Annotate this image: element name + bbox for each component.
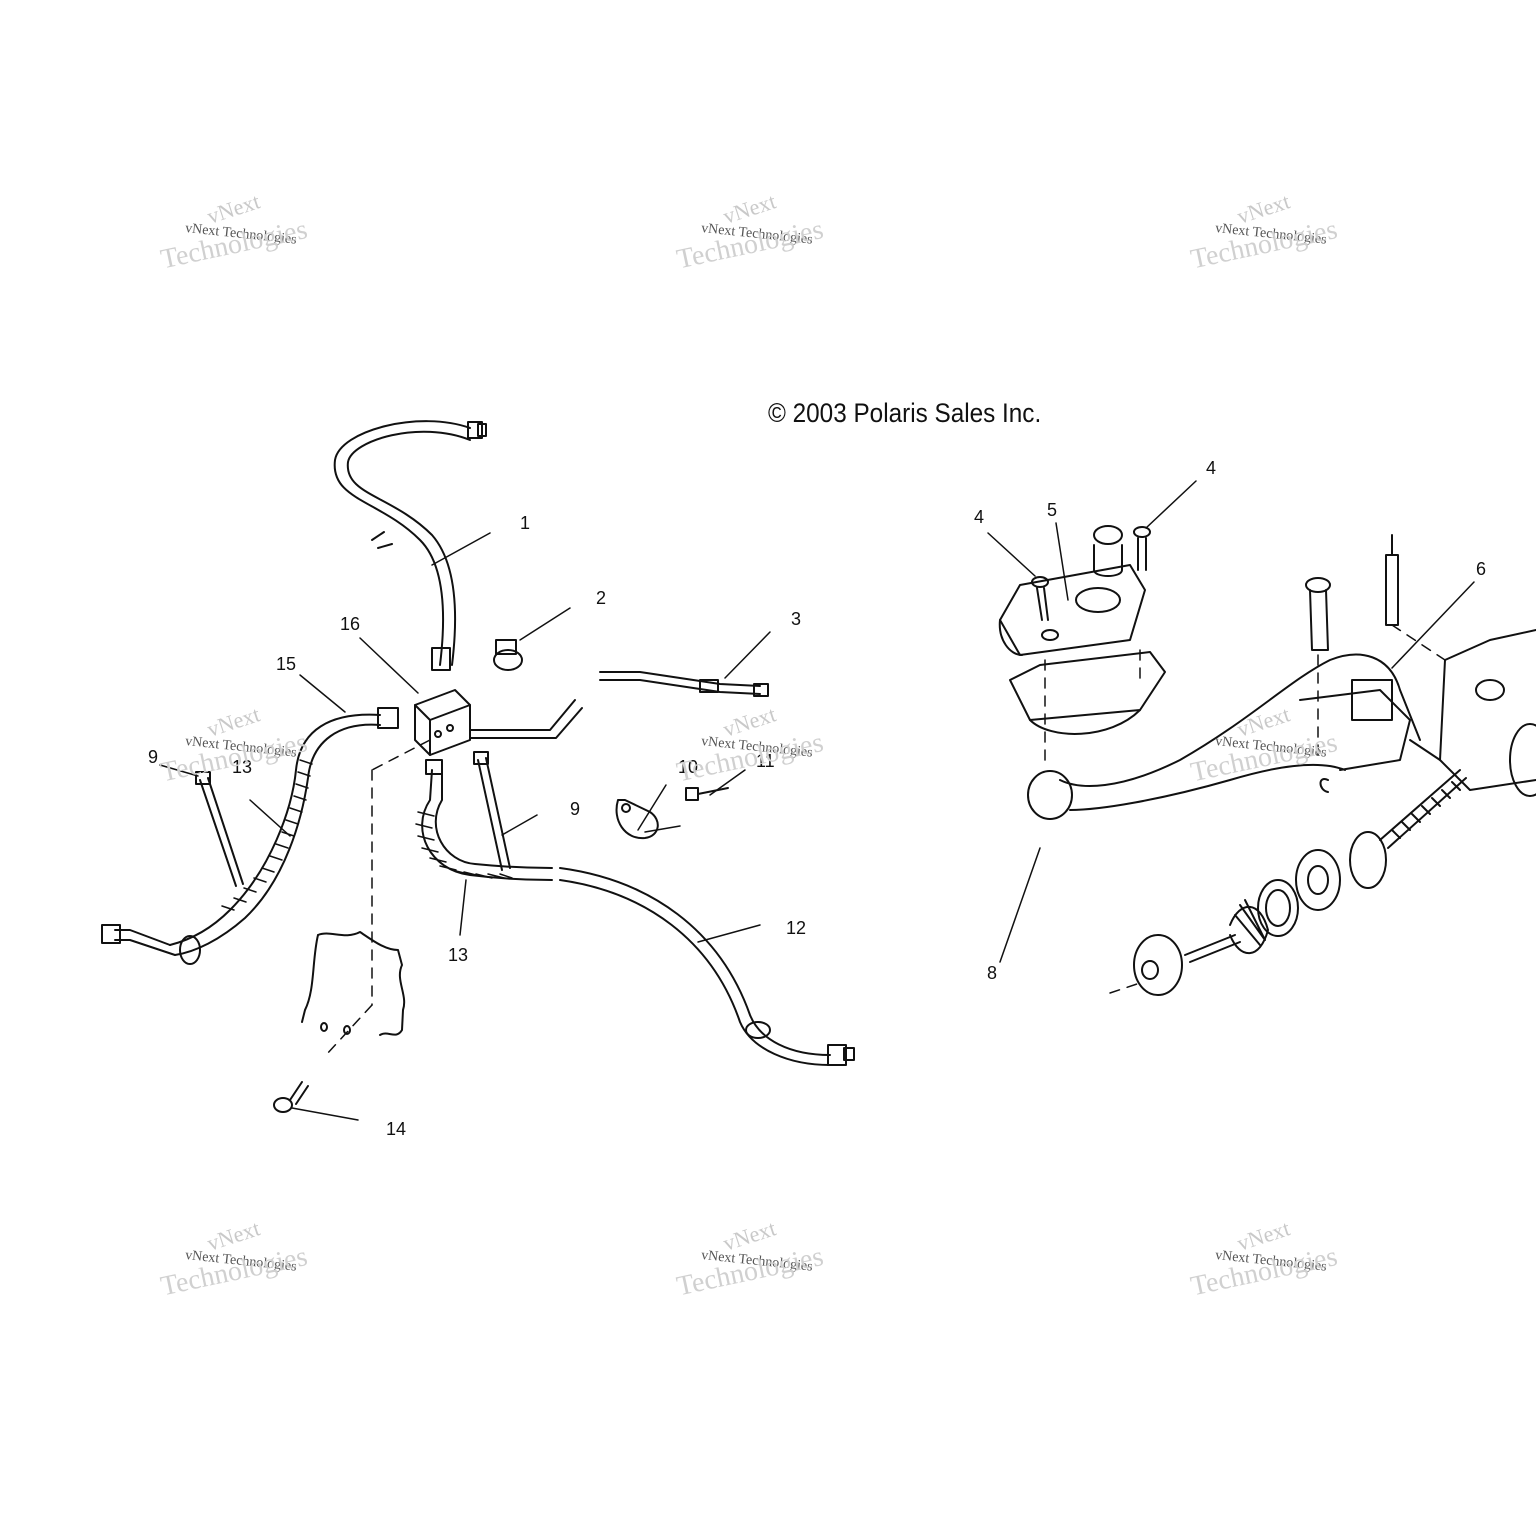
screw-14 bbox=[273, 1081, 309, 1113]
callout-3: 3 bbox=[791, 609, 802, 629]
pivot-pin bbox=[1305, 577, 1331, 651]
clamp-10 bbox=[615, 799, 659, 840]
callout-12: 12 bbox=[786, 918, 807, 938]
dashed-lines bbox=[325, 739, 431, 1056]
frame-section bbox=[301, 931, 406, 1036]
retaining-clip bbox=[1319, 778, 1329, 793]
leader-lines bbox=[159, 480, 1475, 1121]
callout-13-left: 13 bbox=[232, 757, 253, 777]
callout-5: 5 bbox=[1047, 500, 1058, 520]
pin-6 bbox=[1385, 534, 1399, 626]
callout-9-left: 9 bbox=[148, 747, 159, 767]
callout-11: 11 bbox=[756, 751, 775, 771]
screw-11 bbox=[685, 787, 729, 801]
junction-block-16 bbox=[414, 689, 471, 756]
cable-tie-9-right bbox=[473, 751, 511, 871]
callout-16: 16 bbox=[340, 614, 361, 634]
master-cylinder-body bbox=[1409, 629, 1536, 797]
dust-boot bbox=[1229, 899, 1269, 955]
callout-14: 14 bbox=[386, 1119, 407, 1139]
piston-spring bbox=[1379, 769, 1467, 849]
callout-13-right: 13 bbox=[448, 945, 469, 965]
callout-8: 8 bbox=[987, 963, 998, 983]
piston bbox=[1295, 831, 1387, 911]
spiral-wrap-13-left bbox=[221, 759, 313, 911]
callout-1: 1 bbox=[520, 513, 531, 533]
callout-6: 6 bbox=[1476, 559, 1487, 579]
brake-lever-8 bbox=[1027, 653, 1421, 820]
screw-4-right bbox=[1133, 526, 1151, 571]
push-rod bbox=[1133, 934, 1241, 996]
callout-2: 2 bbox=[596, 588, 607, 608]
fitting-2 bbox=[493, 639, 523, 671]
seal-ring bbox=[1257, 879, 1299, 937]
callout-9-right: 9 bbox=[570, 799, 581, 819]
callout-15: 15 bbox=[276, 654, 297, 674]
hose-15 bbox=[101, 707, 399, 965]
callout-10: 10 bbox=[678, 757, 699, 777]
hose-1 bbox=[333, 420, 487, 671]
callout-4-left: 4 bbox=[974, 507, 985, 527]
screw-4-left bbox=[1031, 576, 1049, 621]
sight-glass bbox=[1093, 525, 1123, 577]
dashed-lines-right bbox=[1044, 624, 1446, 994]
callout-4-right: 4 bbox=[1206, 458, 1217, 478]
copyright-notice: © 2003 Polaris Sales Inc. bbox=[768, 398, 1042, 428]
spiral-wrap-13-right bbox=[415, 811, 513, 879]
reservoir-cover-5 bbox=[998, 564, 1166, 735]
brake-line-3 bbox=[469, 671, 769, 739]
cable-tie-9-left bbox=[195, 771, 244, 887]
